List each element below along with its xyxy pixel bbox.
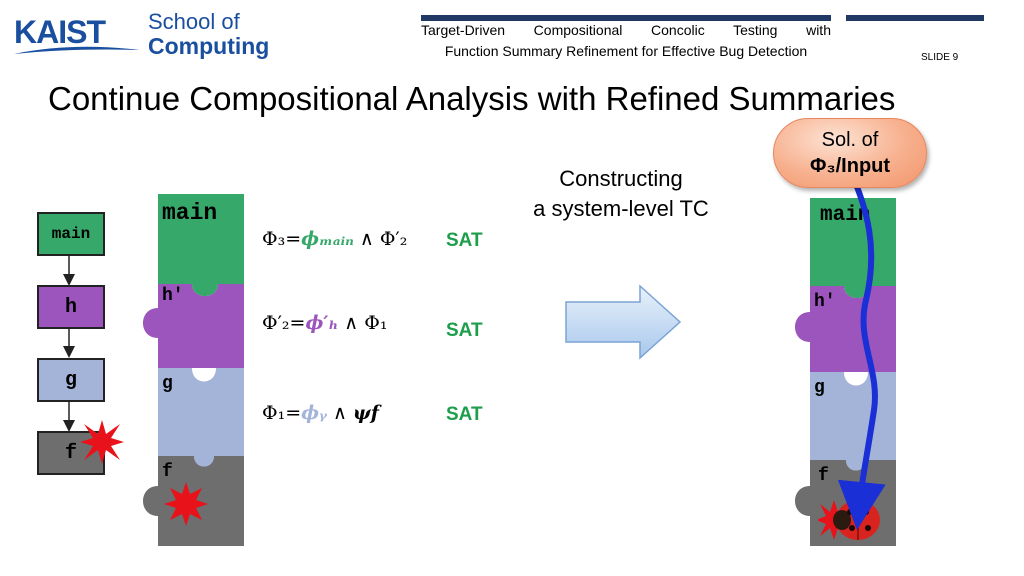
school-logo: School of Computing (148, 9, 270, 59)
puzzle-h (795, 286, 896, 372)
logo-swoosh-icon (14, 46, 140, 54)
formula-phi3-lhs: Φ₃= (262, 228, 302, 250)
constructing-line2: a system-level TC (533, 196, 709, 221)
puzzle-main (158, 194, 244, 296)
slide-number: SLIDE 9 (921, 52, 959, 63)
puzzle-h (143, 284, 244, 368)
left-label-h: h′ (162, 286, 184, 306)
right-arrow-icon (565, 284, 682, 360)
left-label-g: g (162, 374, 173, 394)
formula-phi2-term: 𝝓′ₕ (305, 312, 339, 334)
kaist-logo: KAIST (14, 14, 106, 50)
puzzle-g (158, 368, 244, 467)
sat-label-phi2: SAT (446, 320, 483, 341)
formula-phi2: Φ′₂=𝝓′ₕ ∧ Φ₁ (262, 312, 387, 334)
left-label-main: main (162, 200, 218, 226)
right-label-g: g (814, 378, 825, 398)
sat-label-phi3: SAT (446, 230, 483, 251)
bug-burst-icon (164, 482, 208, 526)
sat-label-phi1: SAT (446, 404, 483, 425)
paper-title-line1: Target-Driven Compositional Concolic Tes… (421, 22, 831, 38)
call-graph-g: g (37, 358, 105, 402)
formula-phi1-term: 𝝓ᵧ (301, 402, 327, 424)
right-label-h: h′ (814, 292, 836, 312)
right-label-main: main (820, 204, 871, 227)
formula-phi1: Φ₁=𝝓ᵧ ∧ 𝝍𝒇 (262, 402, 379, 424)
constructing-line1: Constructing (559, 166, 683, 191)
constructing-text: Constructing a system-level TC (498, 164, 744, 224)
header-bar-right (846, 15, 984, 21)
formula-phi2-lhs: Φ′₂= (262, 312, 306, 334)
left-puzzle-stack (143, 194, 244, 546)
paper-title: Target-Driven Compositional Concolic Tes… (421, 20, 831, 62)
formula-phi3: Φ₃=𝝓ₘₐᵢₙ ∧ Φ′₂ (262, 228, 407, 250)
ladybug-icon (818, 500, 880, 540)
paper-title-line2: Function Summary Refinement for Effectiv… (444, 43, 808, 59)
formula-phi2-rest: ∧ Φ₁ (338, 312, 388, 334)
formula-phi3-term: 𝝓ₘₐᵢₙ (301, 228, 354, 250)
formula-phi1-term2: 𝝍𝒇 (352, 402, 379, 424)
header-bar (421, 15, 831, 21)
solution-bubble: Sol. of Φ₃/Input (773, 118, 927, 188)
left-label-f: f (162, 462, 173, 482)
call-graph-h: h (37, 285, 105, 329)
school-line2: Computing (148, 33, 270, 59)
formula-phi3-rest: ∧ Φ′₂ (353, 228, 408, 250)
right-label-f: f (818, 466, 829, 486)
call-graph-main: main (37, 212, 105, 256)
formula-phi1-lhs: Φ₁= (262, 402, 302, 424)
bubble-line2: Φ₃/Input (809, 155, 891, 177)
bubble-line1: Sol. of (821, 129, 879, 151)
school-line1: School of (148, 9, 240, 34)
formula-phi1-rest: ∧ (326, 402, 353, 424)
bug-burst-icon (80, 420, 124, 464)
slide-title: Continue Compositional Analysis with Ref… (48, 80, 896, 117)
